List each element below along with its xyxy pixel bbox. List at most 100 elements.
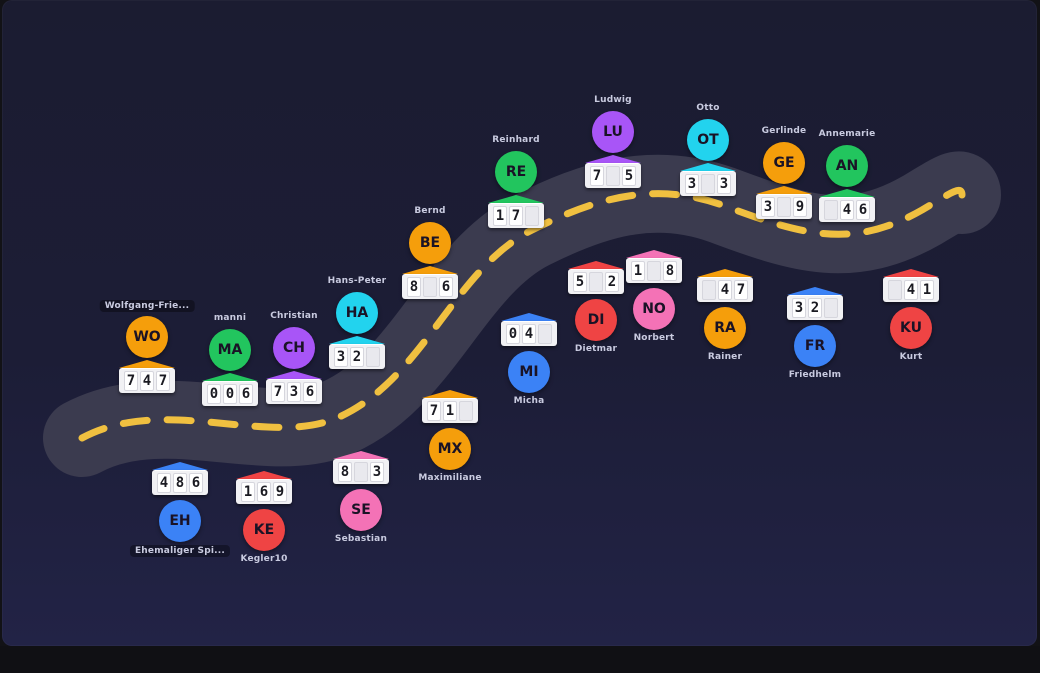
score-roof — [697, 269, 753, 277]
player-name: Norbert — [633, 333, 675, 343]
player-avatar[interactable]: RE — [495, 151, 537, 193]
player-avatar[interactable]: FR — [794, 325, 836, 367]
score-digit — [423, 277, 437, 297]
score-roof — [236, 471, 292, 479]
score-roof — [422, 390, 478, 398]
score-digit: 8 — [407, 277, 421, 297]
score-digit — [366, 347, 380, 367]
score-digit — [354, 462, 368, 482]
score-roof — [756, 186, 812, 194]
player-avatar[interactable]: LU — [592, 111, 634, 153]
score-roof — [488, 195, 544, 203]
player-avatar[interactable]: EH — [159, 500, 201, 542]
score-digit: 6 — [189, 473, 203, 493]
player-name: Friedhelm — [788, 370, 842, 380]
player-avatar[interactable]: BE — [409, 222, 451, 264]
score-roof — [333, 451, 389, 459]
player-name: Ehemaliger Spi... — [129, 545, 231, 557]
score-digit: 3 — [370, 462, 384, 482]
score-digit: 8 — [338, 462, 352, 482]
player-name: manni — [213, 313, 247, 323]
score-digit: 6 — [439, 277, 453, 297]
score-digit: 1 — [241, 482, 255, 502]
score-digit — [525, 206, 539, 226]
player-avatar[interactable]: KU — [890, 307, 932, 349]
player-avatar[interactable]: MI — [508, 351, 550, 393]
road-center-line — [78, 187, 966, 442]
player-avatar[interactable]: DI — [575, 299, 617, 341]
score-digit: 2 — [605, 272, 619, 292]
score-digit: 3 — [792, 298, 806, 318]
score-digit: 0 — [223, 384, 237, 404]
player-avatar[interactable]: CH — [273, 327, 315, 369]
score-digit: 8 — [173, 473, 187, 493]
score-roof — [585, 155, 641, 163]
score-roof — [266, 371, 322, 379]
player-avatar[interactable]: NO — [633, 288, 675, 330]
player-avatar[interactable]: RA — [704, 307, 746, 349]
score-digit: 9 — [273, 482, 287, 502]
player-avatar[interactable]: OT — [687, 119, 729, 161]
player-avatar[interactable]: MA — [209, 329, 251, 371]
player-name: Gerlinde — [761, 126, 807, 136]
score-digit: 1 — [920, 280, 934, 300]
score-digit: 4 — [522, 324, 536, 344]
score-digit — [589, 272, 603, 292]
score-digit: 7 — [509, 206, 523, 226]
score-digit: 7 — [734, 280, 748, 300]
score-digit: 3 — [334, 347, 348, 367]
score-digit: 7 — [427, 401, 441, 421]
score-digit: 6 — [239, 384, 253, 404]
player-avatar[interactable]: SE — [340, 489, 382, 531]
player-avatar[interactable]: GE — [763, 142, 805, 184]
player-name: Otto — [696, 103, 720, 113]
player-name: Maximiliane — [418, 473, 482, 483]
player-avatar[interactable]: HA — [336, 292, 378, 334]
score-digit — [777, 197, 791, 217]
score-digit: 0 — [207, 384, 221, 404]
score-digit: 7 — [590, 166, 604, 186]
player-name: Micha — [513, 396, 545, 406]
score-roof — [501, 313, 557, 321]
score-digit: 7 — [156, 371, 170, 391]
player-avatar[interactable]: KE — [243, 509, 285, 551]
player-name: Sebastian — [334, 534, 388, 544]
player-avatar[interactable]: WO — [126, 316, 168, 358]
score-digit: 6 — [303, 382, 317, 402]
score-digit: 4 — [157, 473, 171, 493]
score-digit: 3 — [717, 174, 731, 194]
footer-strip — [0, 646, 1040, 673]
player-name: Bernd — [414, 206, 446, 216]
player-name: Reinhard — [492, 135, 540, 145]
score-digit: 5 — [573, 272, 587, 292]
player-avatar[interactable]: AN — [826, 145, 868, 187]
player-avatar[interactable]: MX — [429, 428, 471, 470]
score-roof — [819, 189, 875, 197]
player-name: Rainer — [707, 352, 743, 362]
